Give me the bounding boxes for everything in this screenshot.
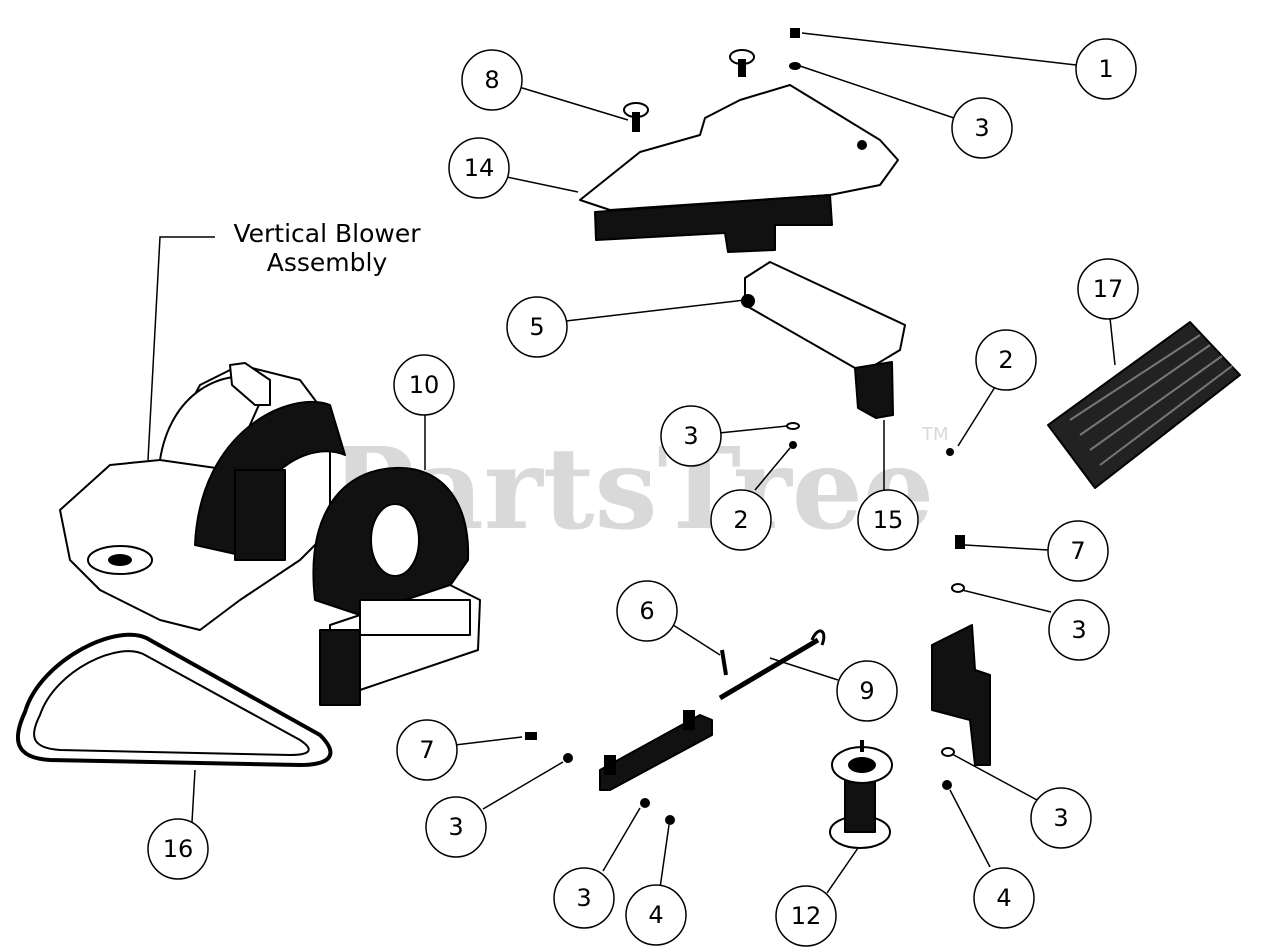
pulley-part-12 — [829, 740, 893, 849]
svg-text:4: 4 — [996, 884, 1011, 912]
svg-text:9: 9 — [859, 677, 874, 705]
callout-8: 8 — [461, 49, 523, 111]
svg-text:7: 7 — [1070, 537, 1085, 565]
screw-part-5 — [741, 294, 755, 308]
callout-4: 4 — [625, 884, 687, 946]
callout-17: 17 — [1077, 258, 1139, 320]
svg-text:3: 3 — [974, 114, 989, 142]
pin-part-6 — [720, 649, 728, 676]
washer-part-3-top — [789, 62, 801, 70]
hardware-small-parts — [525, 422, 965, 825]
svg-text:17: 17 — [1093, 275, 1124, 303]
svg-text:3: 3 — [1053, 804, 1068, 832]
svg-text:10: 10 — [409, 371, 440, 399]
knob-part-8 — [623, 49, 755, 132]
svg-text:1: 1 — [1098, 55, 1113, 83]
callout-16: 16 — [147, 818, 209, 880]
svg-text:2: 2 — [998, 346, 1013, 374]
callout-6: 6 — [616, 580, 678, 642]
watermark-trademark: TM — [921, 424, 949, 445]
callout-10: 10 — [393, 354, 455, 416]
svg-text:6: 6 — [639, 597, 654, 625]
rod-part-9 — [718, 629, 826, 701]
callout-3: 3 — [425, 796, 487, 858]
svg-text:2: 2 — [733, 506, 748, 534]
callout-5: 5 — [506, 296, 568, 358]
blower-wheel-part-10 — [312, 466, 481, 706]
callout-15: 15 — [857, 489, 919, 551]
svg-text:14: 14 — [464, 154, 495, 182]
belt-part-16 — [16, 632, 333, 768]
callout-3: 3 — [553, 867, 615, 929]
callout-4: 4 — [973, 867, 1035, 929]
svg-text:12: 12 — [791, 902, 822, 930]
callout-7: 7 — [1047, 520, 1109, 582]
callout-3: 3 — [1030, 787, 1092, 849]
svg-text:4: 4 — [648, 901, 663, 929]
callout-3: 3 — [951, 97, 1013, 159]
assembly-label-line1: Vertical Blower — [233, 219, 421, 248]
vertical-blower-housing — [59, 362, 346, 631]
callout-1: 1 — [1075, 38, 1137, 100]
deflector-top-plate — [579, 84, 899, 253]
svg-text:3: 3 — [683, 422, 698, 450]
screen-part-17 — [1047, 321, 1241, 489]
callout-9: 9 — [836, 660, 898, 722]
svg-text:3: 3 — [576, 884, 591, 912]
screw-part-1 — [790, 28, 800, 38]
svg-text:8: 8 — [484, 66, 499, 94]
callout-7: 7 — [396, 719, 458, 781]
callout-3: 3 — [660, 405, 722, 467]
svg-text:15: 15 — [873, 506, 904, 534]
svg-text:16: 16 — [163, 835, 194, 863]
assembly-label-line2: Assembly — [267, 248, 388, 277]
deflector-lower-plate — [741, 261, 906, 419]
side-plate-part — [931, 624, 991, 766]
svg-text:7: 7 — [419, 736, 434, 764]
bracket-part — [599, 710, 713, 791]
svg-text:3: 3 — [448, 813, 463, 841]
callout-12: 12 — [775, 885, 837, 947]
callout-3: 3 — [1048, 599, 1110, 661]
callout-14: 14 — [448, 137, 510, 199]
callout-2: 2 — [975, 329, 1037, 391]
callout-2: 2 — [710, 489, 772, 551]
svg-text:3: 3 — [1071, 616, 1086, 644]
svg-text:5: 5 — [529, 313, 544, 341]
leader-lines — [147, 32, 1116, 894]
